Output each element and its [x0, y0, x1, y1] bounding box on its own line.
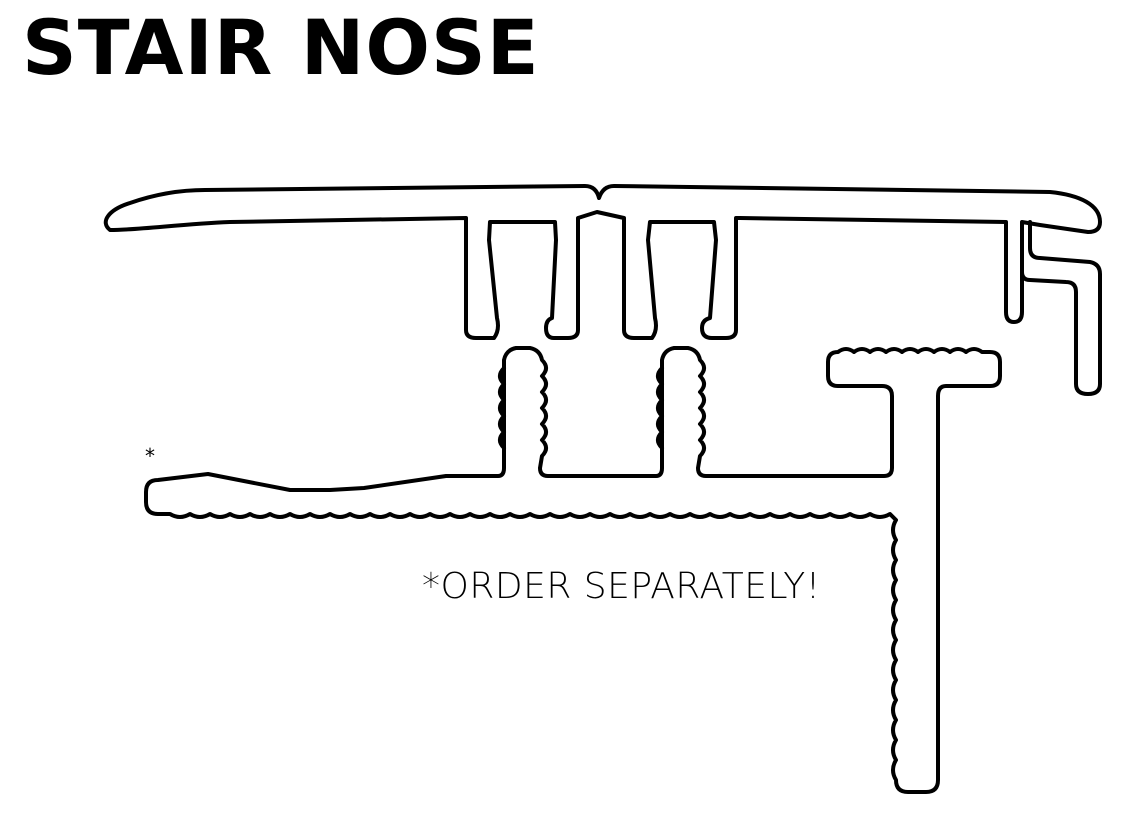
page-title: STAIR NOSE [22, 3, 540, 92]
stair-nose-cap [103, 184, 1102, 340]
stair-nose-left-ribs [498, 366, 506, 450]
stair-nose-middle-ribs [656, 366, 664, 450]
order-separately-note: *ORDER SEPARATELY! [422, 566, 821, 607]
order-separately-marker: * [145, 444, 155, 468]
stair-nose-hook [1020, 220, 1102, 396]
stair-nose-base-rail [144, 346, 1002, 794]
